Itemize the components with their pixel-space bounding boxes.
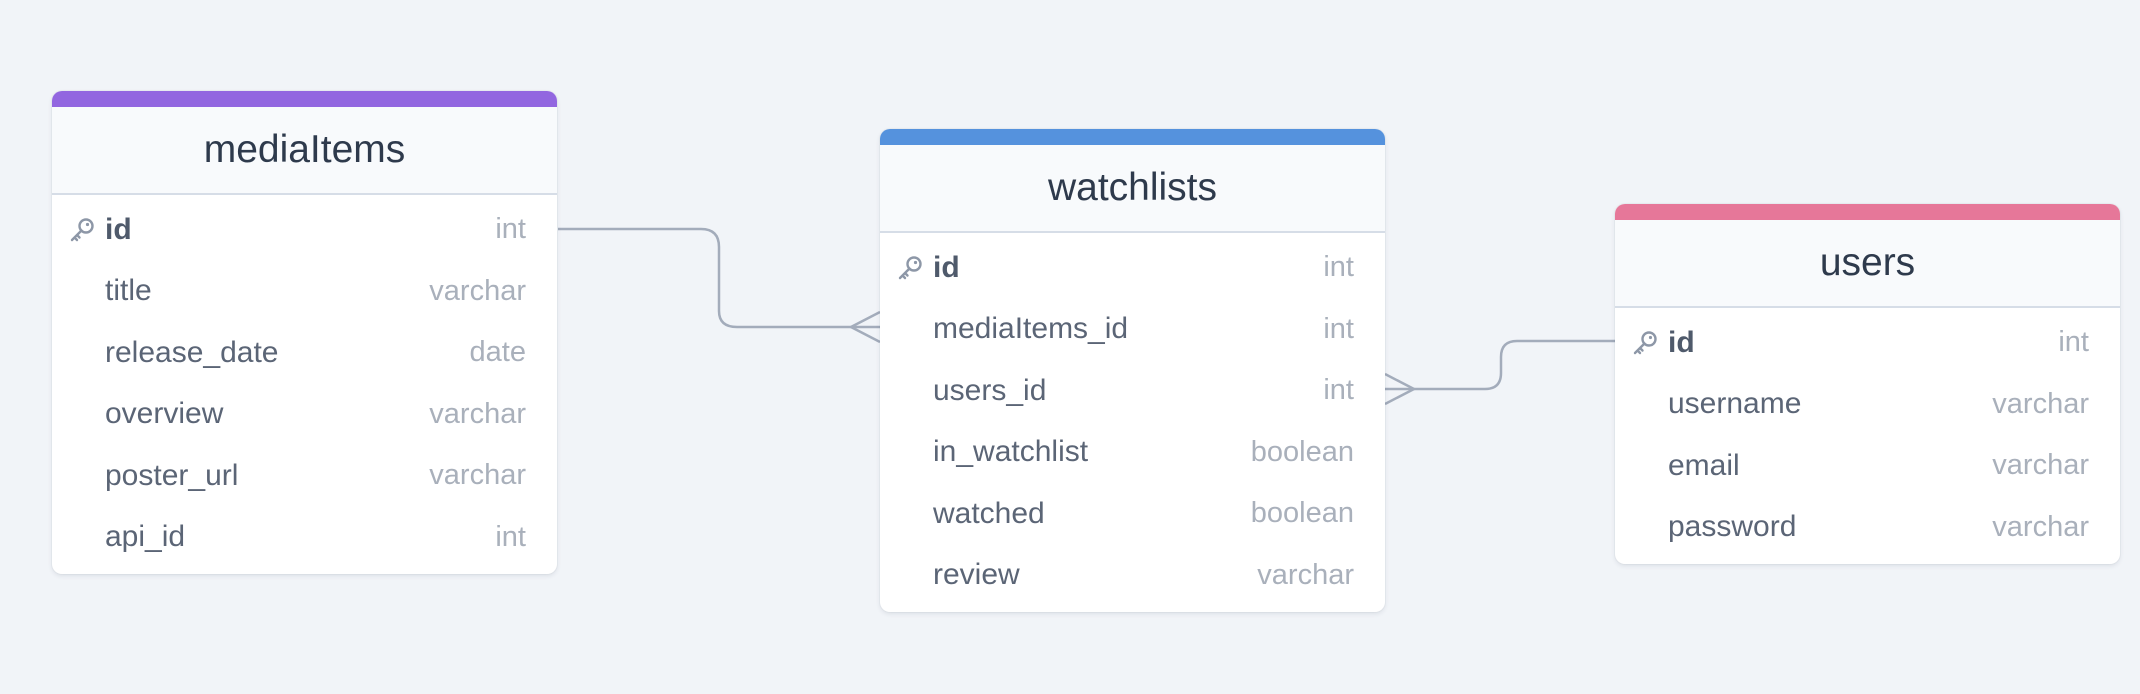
column-name: watched [933, 496, 1045, 530]
column-name: title [105, 274, 152, 308]
column-type: date [469, 336, 526, 369]
column-name: id [1668, 325, 1695, 359]
table-header[interactable]: watchlists [880, 145, 1385, 233]
table-row-in-watchlist[interactable]: in_watchlist boolean [880, 422, 1385, 484]
table-row-username[interactable]: username varchar [1615, 374, 2120, 436]
column-name: in_watchlist [933, 435, 1089, 469]
table-row-release-date[interactable]: release_date date [52, 322, 557, 384]
table-row-id[interactable]: id int [52, 199, 557, 261]
table-watchlists[interactable]: watchlists id int mediaItems_id int user… [880, 129, 1385, 612]
column-name: id [933, 250, 960, 284]
column-type: varchar [1992, 510, 2089, 543]
table-row-email[interactable]: email varchar [1615, 435, 2120, 497]
column-type: varchar [429, 459, 526, 492]
column-type: int [1323, 251, 1354, 284]
table-row-id[interactable]: id int [880, 237, 1385, 299]
table-row-id[interactable]: id int [1615, 312, 2120, 374]
column-name: review [933, 558, 1020, 592]
table-accent-bar [52, 91, 557, 107]
table-row-title[interactable]: title varchar [52, 261, 557, 323]
table-title: users [1819, 241, 1916, 284]
table-title: watchlists [1047, 166, 1218, 209]
column-name: api_id [105, 520, 186, 554]
column-name: id [105, 212, 132, 246]
table-row-poster-url[interactable]: poster_url varchar [52, 445, 557, 507]
table-row-review[interactable]: review varchar [880, 545, 1385, 607]
table-row-watched[interactable]: watched boolean [880, 483, 1385, 545]
column-name: users_id [933, 373, 1047, 407]
table-row-api-id[interactable]: api_id int [52, 507, 557, 569]
table-row-users-id[interactable]: users_id int [880, 360, 1385, 422]
column-type: varchar [429, 397, 526, 430]
relation-mediaitems-watchlists[interactable] [558, 227, 880, 329]
key-icon [67, 215, 97, 245]
column-name: password [1668, 510, 1797, 544]
column-type: int [1323, 374, 1354, 407]
table-users[interactable]: users id int username varchar email varc… [1615, 204, 2120, 564]
column-type: varchar [1257, 558, 1354, 591]
table-row-password[interactable]: password varchar [1615, 497, 2120, 559]
column-name: release_date [105, 335, 279, 369]
crowfoot-watchlists-mediaitems-icon [850, 310, 881, 344]
column-type: int [2058, 326, 2089, 359]
table-header[interactable]: mediaItems [52, 107, 557, 195]
table-header[interactable]: users [1615, 220, 2120, 308]
table-row-mediaitems-id[interactable]: mediaItems_id int [880, 299, 1385, 361]
table-row-overview[interactable]: overview varchar [52, 384, 557, 446]
table-accent-bar [880, 129, 1385, 145]
column-type: varchar [1992, 449, 2089, 482]
table-title: mediaItems [203, 128, 406, 171]
column-name: mediaItems_id [933, 312, 1129, 346]
column-name: email [1668, 448, 1740, 482]
table-accent-bar [1615, 204, 2120, 220]
column-type: int [495, 213, 526, 246]
column-name: overview [105, 397, 224, 431]
relation-users-watchlists[interactable] [1385, 339, 1615, 391]
column-name: poster_url [105, 458, 239, 492]
column-type: varchar [1992, 387, 2089, 420]
column-type: int [1323, 312, 1354, 345]
column-type: boolean [1250, 497, 1354, 530]
table-mediaitems[interactable]: mediaItems id int title varchar release_… [52, 91, 557, 574]
column-type: boolean [1250, 435, 1354, 468]
column-type: int [495, 520, 526, 553]
column-name: username [1668, 387, 1802, 421]
crowfoot-watchlists-users-icon [1384, 372, 1415, 406]
column-type: varchar [429, 274, 526, 307]
key-icon [1630, 328, 1660, 358]
key-icon [895, 253, 925, 283]
